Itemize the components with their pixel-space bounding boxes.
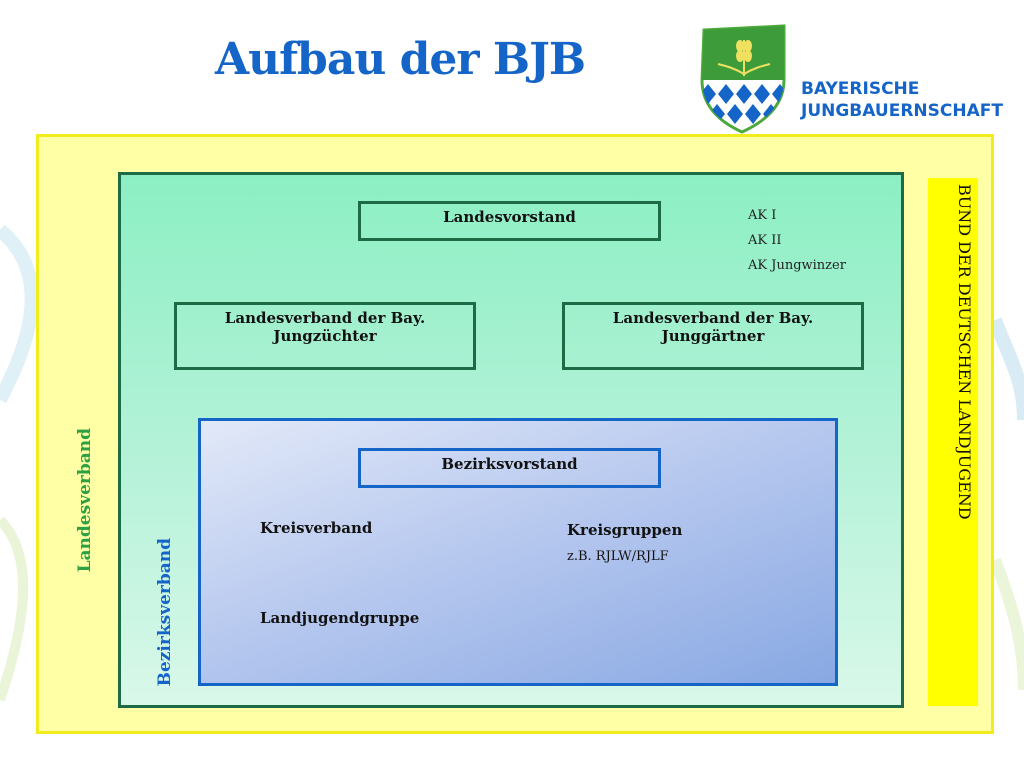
kreisverband-label: Kreisverband [260,519,373,537]
landesverband-label: Landesverband [75,428,95,573]
landjugendgruppe-label: Landjugendgruppe [260,609,420,627]
bezirksvorstand-box: Bezirksvorstand [358,448,661,488]
bund-label: BUND DER DEUTSCHEN LANDJUGEND [955,184,974,520]
bjb-shield-icon [700,24,786,134]
kreisgruppen-example: z.B. RJLW/RJLF [567,549,669,564]
working-group-item: AK II [748,233,782,248]
jungzuechter-box: Landesverband der Bay. Jungzüchter [174,302,476,370]
working-group-item: AK I [748,208,777,223]
junggaertner-box: Landesverband der Bay. Junggärtner [562,302,864,370]
landesvorstand-box: Landesvorstand [358,201,661,241]
bezirksverband-container [198,418,838,686]
logo-line-2: JUNGBAUERNSCHAFT [801,101,1003,121]
working-group-item: AK Jungwinzer [748,258,846,273]
bezirksverband-label: Bezirksverband [155,538,175,687]
page-title: Aufbau der BJB [215,34,586,85]
bund-strip [928,178,978,706]
logo-line-1: BAYERISCHE [801,79,920,99]
working-group-list: AK I AK II AK Jungwinzer [748,203,846,278]
kreisgruppen-label: Kreisgruppen [567,521,683,539]
bjb-logo: BAYERISCHE JUNGBAUERNSCHAFT [698,22,1008,138]
